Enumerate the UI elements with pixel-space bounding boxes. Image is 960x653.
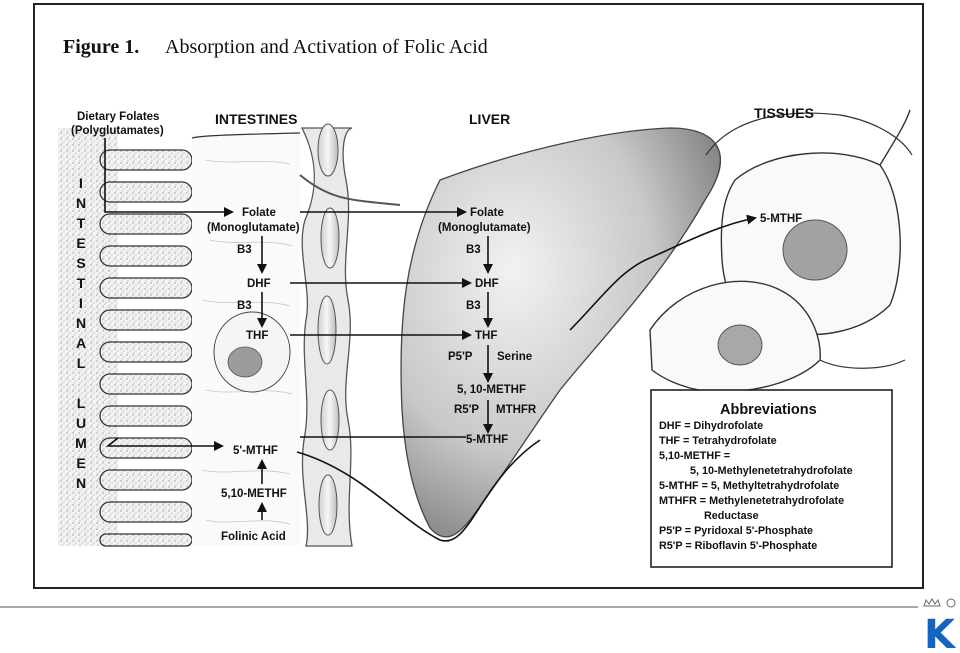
liver-b3-1: B3 [466,244,481,256]
lumen-letter: I [79,295,83,311]
lumen-letter: T [77,215,86,231]
abbreviations-box: Abbreviations DHF = Dihydrofolate THF = … [650,389,893,568]
lumen-letter: N [76,195,86,211]
tissue-cells [649,109,913,393]
lumen-letter: I [79,175,83,191]
abbr-line-5: 5-MTHF = 5, Methyltetrahydrofolate [659,480,839,492]
tissue-5mthf: 5-MTHF [760,213,802,225]
liver-shape [400,127,722,538]
lumen-letter: N [76,315,86,331]
lumen-letter: L [77,395,86,411]
abbr-line-9: R5'P = Riboflavin 5'-Phosphate [659,540,817,552]
intestine-thf: THF [246,330,268,342]
lumen-letter: E [76,235,85,251]
intestine-pathway: Folate (Monoglutamate) B3 DHF B3 THF 5'-… [207,207,300,543]
intestine-b3-2: B3 [237,300,252,312]
lumen-letter: L [77,355,86,371]
liver-serine: Serine [497,351,532,363]
liver-mthfr: MTHFR [496,404,537,416]
intestine-folinic-acid: Folinic Acid [221,531,286,543]
liver-p5p: P5'P [448,351,473,363]
lumen-letter: T [77,275,86,291]
abbr-line-6: MTHFR = Methylenetetrahydrofolate [659,495,844,507]
intestine-dhf: DHF [247,278,271,290]
liver-b3-2: B3 [466,300,481,312]
liver-thf: THF [475,330,497,342]
university-logo: K [923,598,957,652]
dietary-folates-label: Dietary Folates [77,111,159,123]
figure-title: Absorption and Activation of Folic Acid [165,36,488,58]
intestinal-lumen [58,128,193,547]
intestine-monoglutamate: (Monoglutamate) [207,222,300,234]
liver-folate: Folate [470,207,504,219]
liver-monoglutamate: (Monoglutamate) [438,222,531,234]
pathway-lines [296,436,541,542]
liver-r5p: R5'P [454,404,479,416]
liver-510-methf: 5, 10-METHF [457,384,526,396]
intestine-5mthf: 5'-MTHF [233,445,278,457]
crown-icon [923,598,956,608]
lumen-letter: M [75,435,87,451]
lumen-letter: E [76,455,85,471]
logo-letter: K [924,612,957,652]
liver-pathway: Folate (Monoglutamate) B3 DHF B3 THF P5'… [438,207,537,446]
abbr-line-2: THF = Tetrahydrofolate [659,435,777,447]
polyglutamates-label: (Polyglutamates) [71,125,164,137]
liver-5mthf: 5-MTHF [466,434,508,446]
abbreviations-title: Abbreviations [720,402,817,418]
abbr-line-8: P5'P = Pyridoxal 5'-Phosphate [659,525,813,537]
lumen-letter: A [76,335,86,351]
intestine-folate: Folate [242,207,276,219]
liver-heading: LIVER [469,111,510,127]
intestines-heading: INTESTINES [215,111,297,127]
tissues-heading: TISSUES [754,105,814,121]
abbr-line-7: Reductase [704,510,759,522]
intestine-510-methf: 5,10-METHF [221,488,287,500]
lumen-letter: U [76,415,86,431]
lumen-letter: S [76,255,85,271]
abbr-line-3: 5,10-METHF = [659,450,730,462]
pathway-arrows [104,138,757,520]
abbr-line-1: DHF = Dihydrofolate [659,420,763,432]
figure-number: Figure 1. [63,36,139,58]
lumen-letter: N [76,475,86,491]
intestine-b3-1: B3 [237,244,252,256]
liver-dhf: DHF [475,278,499,290]
abbr-line-4: 5, 10-Methylenetetrahydrofolate [690,465,853,477]
